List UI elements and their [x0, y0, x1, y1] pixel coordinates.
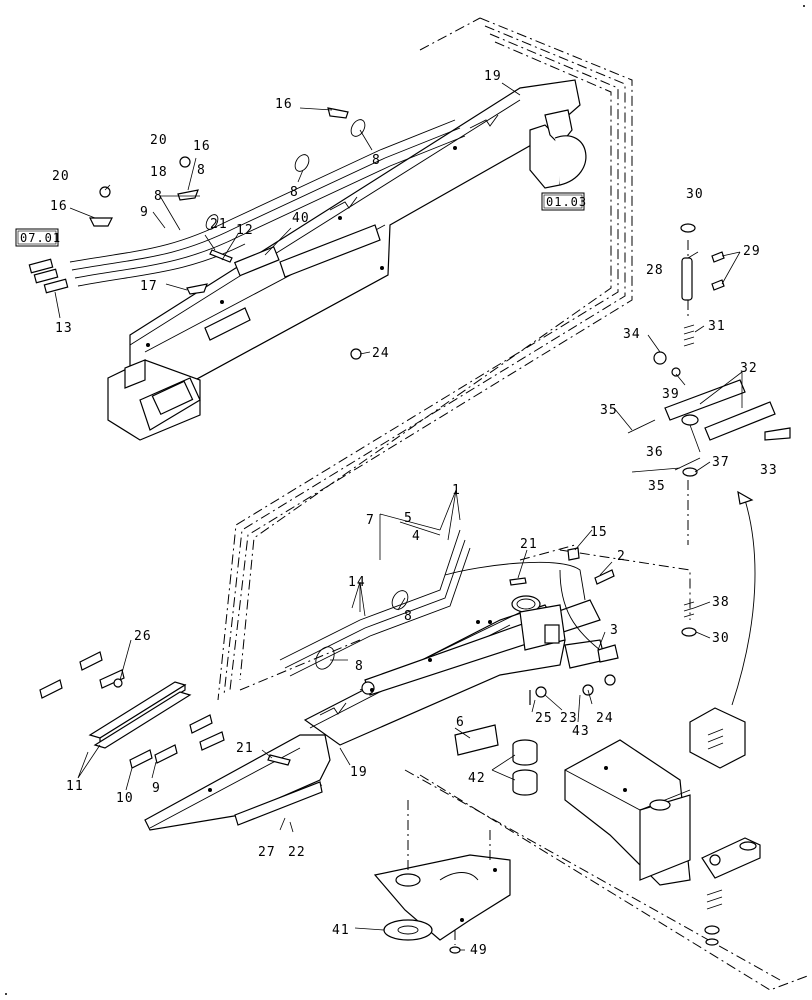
callout-35-lower: 35 — [648, 479, 666, 494]
callout-20-right: 20 — [150, 133, 168, 148]
callout-29: 29 — [743, 244, 761, 259]
callout-42: 42 — [468, 771, 486, 786]
upper-boundary-dashes — [217, 17, 633, 701]
callout-40: 40 — [292, 211, 310, 226]
callout-22: 22 — [288, 845, 306, 860]
callout-28: 28 — [646, 263, 664, 278]
callout-30-lower: 30 — [712, 631, 730, 646]
callout-43: 43 — [572, 724, 590, 739]
callout-15: 15 — [590, 525, 608, 540]
leader-lines — [54, 82, 743, 951]
callout-2: 2 — [617, 549, 626, 564]
callout-38: 38 — [712, 595, 730, 610]
callout-26: 26 — [134, 629, 152, 644]
callout-37: 37 — [712, 455, 730, 470]
callout-49: 49 — [470, 943, 488, 958]
callout-14: 14 — [348, 575, 366, 590]
callout-9-lower: 9 — [152, 781, 161, 796]
callout-16-right: 16 — [193, 139, 211, 154]
callout-4: 4 — [412, 529, 421, 544]
callout-39: 39 — [662, 387, 680, 402]
callout-21-upper: 21 — [210, 217, 228, 232]
callout-8-lower: 8 — [355, 659, 364, 674]
lower-boom-assembly — [144, 529, 619, 831]
callout-31: 31 — [708, 319, 726, 334]
callout-8-lower-mid: 8 — [404, 609, 413, 624]
callout-3: 3 — [610, 623, 619, 638]
callout-36: 36 — [646, 445, 664, 460]
callout-27: 27 — [258, 845, 276, 860]
callout-8-mid: 8 — [290, 185, 299, 200]
callout-7: 7 — [366, 513, 375, 528]
callout-21-lower: 21 — [236, 741, 254, 756]
callout-33: 33 — [760, 463, 778, 478]
callout-12: 12 — [236, 223, 254, 238]
callout-34: 34 — [623, 327, 641, 342]
callout-9-upper: 9 — [140, 205, 149, 220]
reference-box-07-01: 07.01 — [15, 228, 61, 247]
callout-1: 1 — [452, 483, 461, 498]
callout-16-left: 16 — [50, 199, 68, 214]
callout-labels: 19 16 8 8 20 16 8 20 16 18 8 9 21 12 40 … — [50, 69, 778, 958]
bottom-bracket-assembly — [373, 707, 761, 954]
callout-8-top: 8 — [372, 153, 381, 168]
wear-pads — [39, 651, 225, 769]
callout-8-upper-left: 8 — [197, 163, 206, 178]
callout-11: 11 — [66, 779, 84, 794]
callout-23: 23 — [560, 711, 578, 726]
callout-41: 41 — [332, 923, 350, 938]
reference-box-01-03: 01.03 — [541, 192, 587, 211]
callout-8-left: 8 — [154, 189, 163, 204]
svg-text:07.01: 07.01 — [20, 231, 61, 245]
callout-25: 25 — [535, 711, 553, 726]
upper-boom-assembly — [28, 79, 587, 441]
callout-21-mid: 21 — [520, 537, 538, 552]
callout-10: 10 — [116, 791, 134, 806]
callout-19-lower: 19 — [350, 765, 368, 780]
callout-19-upper: 19 — [484, 69, 502, 84]
callout-24-lower: 24 — [596, 711, 614, 726]
callout-6: 6 — [456, 715, 465, 730]
callout-30-top: 30 — [686, 187, 704, 202]
callout-18: 18 — [150, 165, 168, 180]
callout-32: 32 — [740, 361, 758, 376]
svg-text:01.03: 01.03 — [546, 195, 587, 209]
callout-5: 5 — [404, 511, 413, 526]
callout-35-upper: 35 — [600, 403, 618, 418]
callout-16-top: 16 — [275, 97, 293, 112]
callout-20-left: 20 — [52, 169, 70, 184]
callout-13: 13 — [55, 321, 73, 336]
callout-17: 17 — [140, 279, 158, 294]
callout-24-upper: 24 — [372, 346, 390, 361]
